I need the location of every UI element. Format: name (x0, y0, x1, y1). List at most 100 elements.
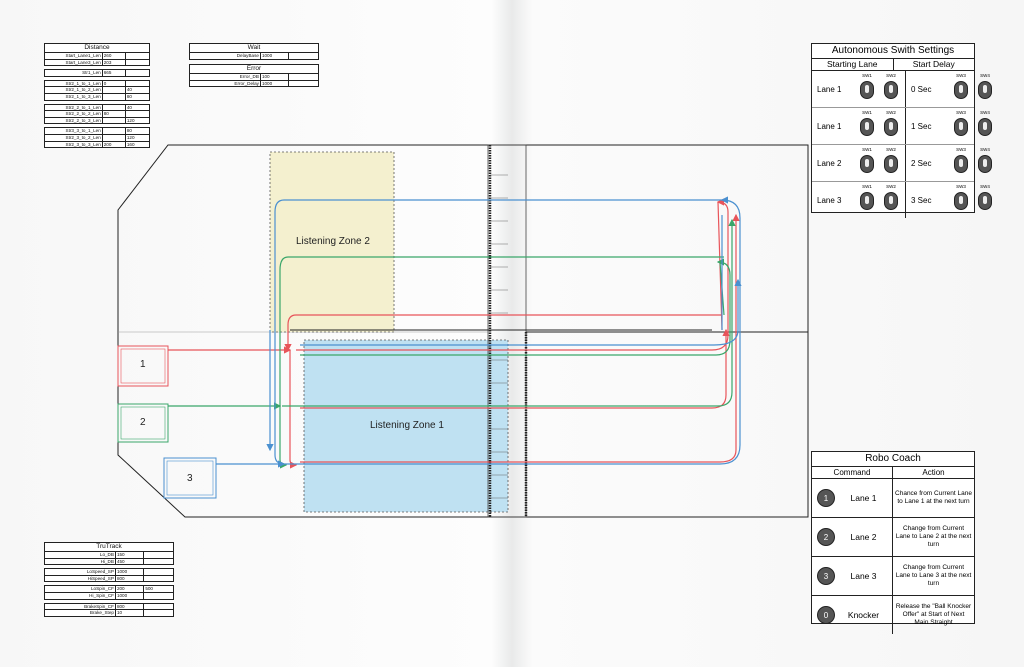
row-value-2 (143, 551, 174, 559)
sw2-toggle[interactable]: SW2 (881, 147, 901, 179)
green-lane-paths (168, 218, 736, 469)
row-value-2 (124, 69, 151, 77)
sw4-toggle[interactable]: SW4 (975, 147, 995, 179)
sw1-toggle[interactable]: SW1 (857, 147, 877, 179)
table-gap (44, 564, 174, 570)
sw4-toggle[interactable]: SW4 (975, 73, 995, 105)
command-number-button[interactable]: 0 (817, 606, 835, 624)
toggle-switch-icon (884, 192, 898, 210)
toggle-switch-icon (978, 81, 992, 99)
sw1-toggle[interactable]: SW1 (857, 110, 877, 142)
sw2-toggle[interactable]: SW2 (881, 73, 901, 105)
row-value (101, 103, 126, 112)
row-label: Str2_2_to_1_Len (44, 103, 103, 112)
toggle-switch-icon (978, 192, 992, 210)
sw1-toggle[interactable]: SW1 (857, 73, 877, 105)
delay-label: 2 Sec (911, 158, 932, 168)
sw3-label: SW3 (956, 184, 966, 189)
start-delay-header: Start Delay (912, 59, 955, 69)
row-label: Str2_2_to_2_Len (44, 110, 103, 118)
robo-coach-title: Robo Coach (812, 452, 974, 467)
row-value (101, 116, 126, 125)
toggle-switch-icon (884, 81, 898, 99)
table-gap (44, 123, 150, 129)
row-value-2 (143, 568, 174, 576)
action-text: Change from Current Lane to Lane 3 at th… (895, 564, 972, 587)
row-value-2 (124, 110, 151, 118)
row-label: DelayBase (189, 52, 261, 60)
switch-row: Lane 3 SW1 SW2 3 Sec SW3 SW4 (812, 182, 992, 218)
sw4-toggle[interactable]: SW4 (975, 184, 995, 216)
row-value-2: 80 (124, 127, 151, 135)
start-box-1 (117, 345, 169, 387)
delay-label: 0 Sec (911, 84, 932, 94)
command-number-button[interactable]: 3 (817, 567, 835, 585)
listening-zone-1 (303, 339, 509, 513)
action-text: Release the "Ball Knocker Offer" at Star… (895, 603, 972, 626)
sw3-toggle[interactable]: SW3 (951, 147, 971, 179)
row-label: Hi_Spin_CF (44, 591, 116, 600)
row-label: Hi_DB (44, 557, 116, 566)
row-value: 1000 (114, 568, 145, 576)
command-header: Command (812, 467, 893, 478)
row-value-2 (288, 52, 319, 60)
row-value: 1000 (259, 79, 290, 88)
row-value: 200 (114, 585, 145, 593)
row-value-2 (124, 79, 151, 88)
row-label: Error_Delay (189, 79, 261, 88)
sw2-toggle[interactable]: SW2 (881, 184, 901, 216)
sw2-toggle[interactable]: SW2 (881, 110, 901, 142)
sw2-label: SW2 (886, 147, 896, 152)
row-value: 0 (101, 79, 126, 88)
sw1-toggle[interactable]: SW1 (857, 184, 877, 216)
toggle-switch-icon (860, 118, 874, 136)
zone2-label: Listening Zone 2 (296, 236, 370, 247)
sw3-toggle[interactable]: SW3 (951, 110, 971, 142)
row-label: BrakeSpin_CF (44, 602, 116, 611)
row-label: Lo_DB (44, 551, 116, 559)
ladder-bridge (487, 144, 527, 518)
sw3-toggle[interactable]: SW3 (951, 73, 971, 105)
row-value: 800 (114, 574, 145, 583)
command-number-button[interactable]: 2 (817, 528, 835, 546)
field-outline (117, 144, 809, 518)
row-value: 200 (101, 140, 126, 149)
action-header: Action (922, 468, 945, 477)
distance-title: Distance (44, 43, 150, 53)
sw4-toggle[interactable]: SW4 (975, 110, 995, 142)
toggle-switch-icon (884, 155, 898, 173)
row-value: 203 (101, 58, 126, 67)
sw3-toggle[interactable]: SW3 (951, 184, 971, 216)
row-value: 80 (101, 110, 126, 118)
row-value-2 (143, 591, 174, 600)
row-value: 450 (114, 557, 145, 566)
command-number-button[interactable]: 1 (817, 489, 835, 507)
delay-label: 3 Sec (911, 195, 932, 205)
sw1-label: SW1 (862, 184, 872, 189)
lane-label: Lane 1 (817, 84, 842, 94)
lane-label: Lane 3 (817, 195, 842, 205)
table-gap (44, 75, 150, 81)
